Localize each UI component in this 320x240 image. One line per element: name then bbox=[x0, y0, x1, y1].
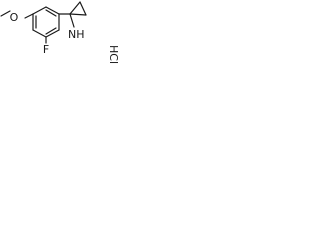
oxygen-label: O bbox=[10, 11, 19, 24]
amine-bond bbox=[69, 13, 75, 28]
methoxy-ring-bond bbox=[24, 13, 34, 19]
cyclopropane-ring bbox=[69, 1, 87, 16]
fluorine-label: F bbox=[43, 43, 49, 56]
amine-label: NH bbox=[68, 28, 85, 41]
hydrochloride-label: HCl bbox=[107, 45, 120, 64]
methyl-bond bbox=[0, 10, 11, 17]
benzene-ring bbox=[32, 6, 60, 38]
chemical-structure: O F NH HCl bbox=[0, 1, 120, 64]
